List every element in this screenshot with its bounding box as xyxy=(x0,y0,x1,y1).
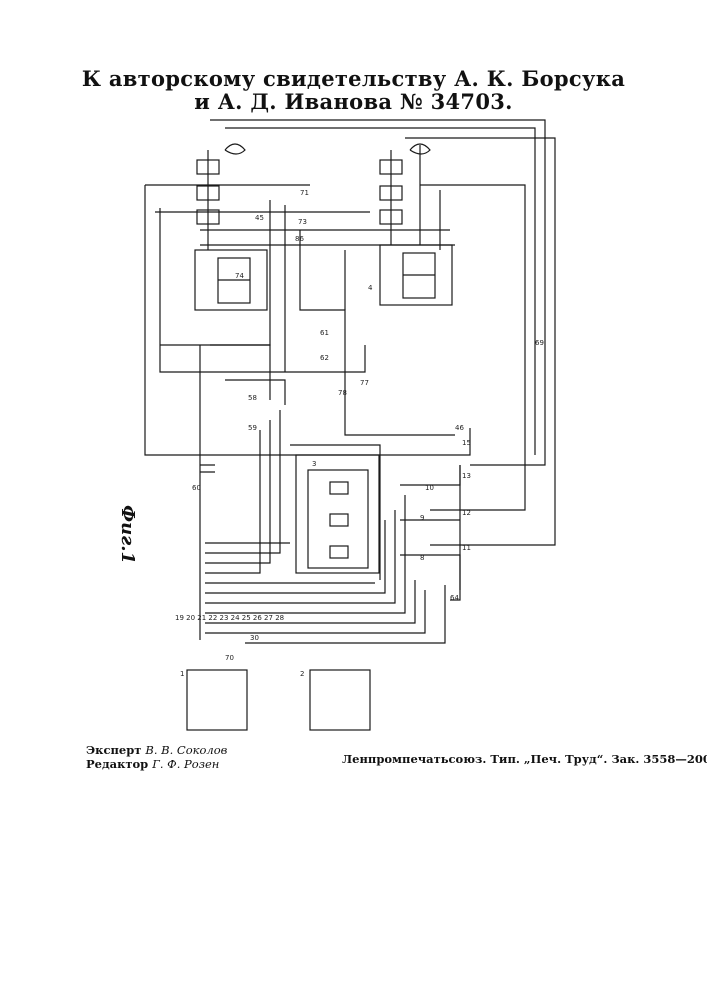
unit-3-cell-7 xyxy=(330,482,348,494)
wire-r-1 xyxy=(400,465,460,485)
unit-3-label: 3 xyxy=(312,460,316,468)
editor-label: Редактор xyxy=(86,757,148,771)
wire-label-60: 60 xyxy=(192,484,201,492)
wire-label-70: 70 xyxy=(225,654,234,662)
wire-label-46: 46 xyxy=(455,424,464,432)
bus-h-6 xyxy=(205,520,385,593)
wire-right-mid xyxy=(420,185,525,510)
wire-label-10: 10 xyxy=(425,484,434,492)
wire-top-right xyxy=(210,120,545,465)
wire-label-30: 30 xyxy=(250,634,259,642)
wire-r-3 xyxy=(400,555,460,590)
wire-label-77: 77 xyxy=(360,379,369,387)
wire-v-270 xyxy=(160,200,270,345)
footer-editor: Редактор Г. Ф. Розен xyxy=(86,757,219,771)
wire-label-78: 78 xyxy=(338,389,347,397)
capacitor xyxy=(200,465,215,472)
bus-h-10 xyxy=(205,590,425,633)
wire-label-15: 15 xyxy=(462,439,471,447)
wire-label-8: 8 xyxy=(420,554,424,562)
wire-label-45: 45 xyxy=(255,214,264,222)
figure-label: Фиг.1 xyxy=(117,505,138,564)
block-2 xyxy=(310,670,370,730)
bus-h-8 xyxy=(205,495,405,613)
wire-loop-left xyxy=(145,185,470,455)
wire-label-11: 11 xyxy=(462,544,471,552)
bus-h-4 xyxy=(205,430,260,573)
unit-3-cell-6 xyxy=(330,514,348,526)
expert-label: Эксперт xyxy=(86,743,141,757)
handset-left xyxy=(225,144,245,154)
wire-label-58: 58 xyxy=(248,394,257,402)
bus-h-2 xyxy=(205,410,280,553)
wire-label-62: 62 xyxy=(320,354,329,362)
unit-3-cell-5 xyxy=(330,546,348,558)
wire-label-71: 71 xyxy=(300,189,309,197)
wire-label-12: 12 xyxy=(462,509,471,517)
block-1-label: 1 xyxy=(180,670,184,678)
wire-label-74: 74 xyxy=(235,272,244,280)
footer-printer: Ленпромпечатьсоюз. Тип. „Печ. Труд“. Зак… xyxy=(342,752,707,766)
editor-name: Г. Ф. Розен xyxy=(152,757,219,771)
wire-label-61: 61 xyxy=(320,329,329,337)
footer-expert: Эксперт В. В. Соколов xyxy=(86,743,227,757)
wire-loop-inner xyxy=(160,208,365,372)
wire-center xyxy=(290,445,380,580)
wire-label-64: 64 xyxy=(450,594,459,602)
block-1 xyxy=(187,670,247,730)
wire-label-69: 69 xyxy=(535,339,544,347)
wire-label-59: 59 xyxy=(248,424,257,432)
relay-right-label: 4 xyxy=(368,284,373,292)
wire-label-19: 19 20 21 22 23 24 25 26 27 28 xyxy=(175,614,284,622)
wire-label-73: 73 xyxy=(298,218,307,226)
unit-3-inner xyxy=(308,470,368,568)
expert-name: В. В. Соколов xyxy=(145,743,227,757)
wire-label-13: 13 xyxy=(462,472,471,480)
block-2-label: 2 xyxy=(300,670,304,678)
wire-label-9: 9 xyxy=(420,514,424,522)
bus-h-7 xyxy=(205,510,395,603)
wire-label-86: 86 xyxy=(295,235,304,243)
